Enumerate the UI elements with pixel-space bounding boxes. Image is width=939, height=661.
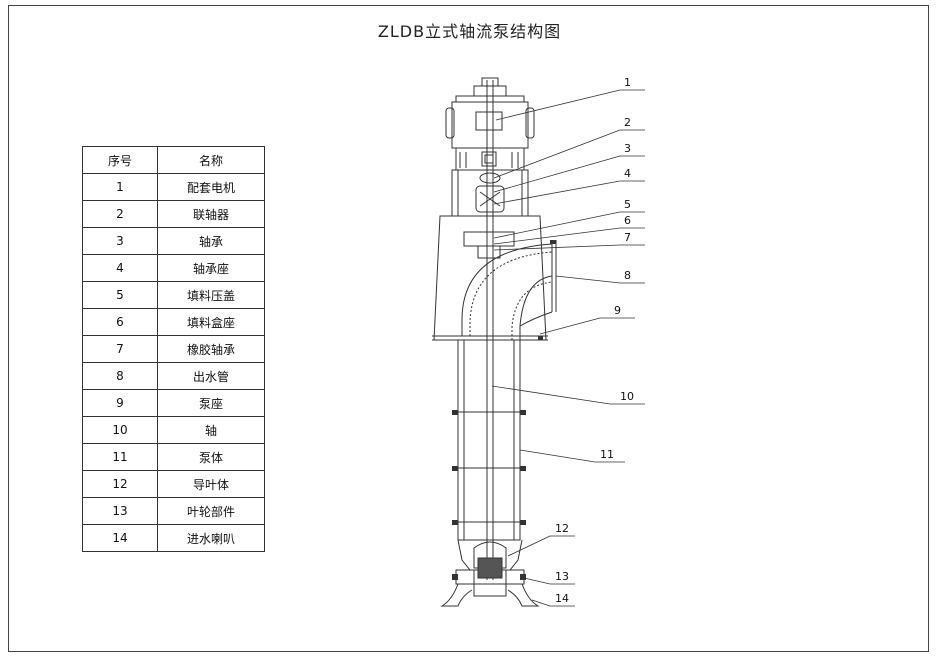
part-name: 轴承座 — [157, 254, 265, 282]
part-number: 6 — [82, 308, 158, 336]
leader-lines — [491, 89, 645, 607]
callout-3: 3 — [624, 142, 631, 155]
part-number: 1 — [82, 173, 158, 201]
drawing-title: ZLDB立式轴流泵结构图 — [377, 22, 562, 41]
part-name: 进水喇叭 — [157, 524, 265, 552]
inlet-bellmouth — [440, 583, 540, 607]
callout-1: 1 — [624, 76, 631, 89]
part-name: 配套电机 — [157, 173, 265, 201]
column-header-number: 序号 — [82, 146, 158, 174]
part-name: 橡胶轴承 — [157, 335, 265, 363]
impeller — [455, 557, 525, 597]
callout-2: 2 — [624, 116, 631, 129]
pump-base-frame — [432, 215, 548, 341]
part-number: 7 — [82, 335, 158, 363]
motor-top-cap — [455, 77, 525, 103]
part-number: 12 — [82, 470, 158, 498]
callout-4: 4 — [624, 167, 631, 180]
callout-10: 10 — [620, 390, 634, 403]
flange-bolts — [452, 240, 556, 580]
callout-8: 8 — [624, 269, 631, 282]
part-name: 出水管 — [157, 362, 265, 390]
callout-9: 9 — [614, 304, 621, 317]
part-name: 填料盒座 — [157, 308, 265, 336]
discharge-elbow — [461, 240, 557, 340]
callout-14: 14 — [555, 592, 569, 605]
part-name: 联轴器 — [157, 200, 265, 228]
part-number: 3 — [82, 227, 158, 255]
table-header-row: 序号 名称 — [82, 146, 265, 174]
part-name: 轴 — [157, 416, 265, 444]
part-name: 轴承 — [157, 227, 265, 255]
callout-13: 13 — [555, 570, 569, 583]
part-number: 14 — [82, 524, 158, 552]
callout-7: 7 — [624, 231, 631, 244]
callout-5: 5 — [624, 198, 631, 211]
part-name: 泵座 — [157, 389, 265, 417]
pump-column — [454, 339, 524, 541]
callout-labels: 1 2 3 4 5 6 7 8 9 10 11 12 13 14 — [555, 76, 634, 605]
callout-11: 11 — [600, 448, 614, 461]
callout-12: 12 — [555, 522, 569, 535]
part-number: 5 — [82, 281, 158, 309]
pump-shaft — [486, 80, 494, 580]
part-number: 9 — [82, 389, 158, 417]
part-name: 泵体 — [157, 443, 265, 471]
callout-6: 6 — [624, 214, 631, 227]
motor-body — [445, 101, 535, 171]
motor-stand — [451, 169, 529, 217]
column-header-name: 名称 — [157, 146, 265, 174]
drawing-frame — [8, 5, 929, 652]
